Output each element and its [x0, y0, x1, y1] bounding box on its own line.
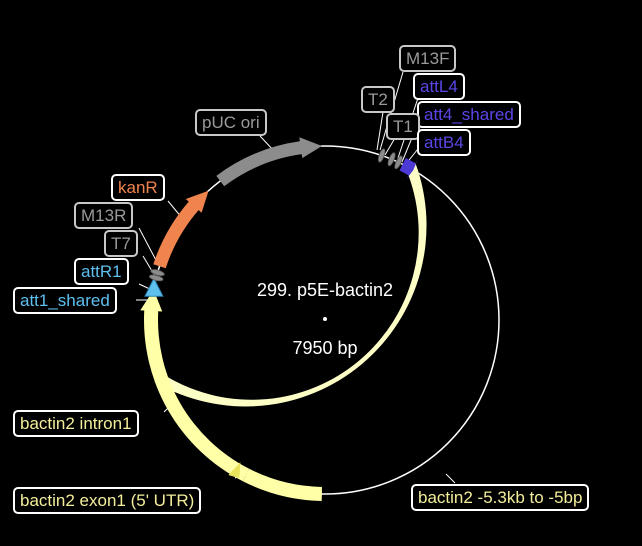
feature-label-t1[interactable]: T1 — [386, 113, 420, 140]
m13f-marker[interactable] — [393, 155, 403, 170]
feature-label-att1-shared[interactable]: att1_shared — [13, 287, 117, 314]
leader-line-t2 — [376, 111, 384, 151]
feature-layer — [140, 137, 427, 505]
feature-label-t7[interactable]: T7 — [104, 230, 138, 257]
bactin2-exon1-marker[interactable] — [228, 462, 241, 479]
t7-marker[interactable] — [148, 274, 164, 282]
att1-shared-marker[interactable] — [144, 277, 164, 297]
t1-marker[interactable] — [387, 152, 397, 167]
kanr-arrow[interactable] — [153, 190, 209, 269]
leader-line-promoter — [445, 473, 456, 484]
feature-label-attb4[interactable]: attB4 — [417, 129, 471, 156]
bactin2-intron1-body[interactable] — [140, 289, 250, 482]
feature-label-t2[interactable]: T2 — [361, 86, 395, 113]
feature-label-bactin2-promoter[interactable]: bactin2 -5.3kb to -5bp — [411, 484, 590, 511]
feature-label-attl4[interactable]: attL4 — [413, 73, 465, 100]
m13r-marker[interactable] — [150, 268, 165, 277]
feature-label-puc-ori[interactable]: pUC ori — [195, 109, 267, 136]
feature-label-kanr[interactable]: kanR — [111, 174, 165, 201]
feature-label-m13f[interactable]: M13F — [399, 45, 457, 72]
leader-line-m13r — [138, 227, 159, 265]
feature-label-bactin2-exon1[interactable]: bactin2 exon1 (5' UTR) — [13, 487, 202, 514]
feature-label-bactin2-intron1[interactable]: bactin2 intron1 — [13, 410, 139, 437]
plasmid-name: 299. p5E-bactin2 — [256, 280, 394, 300]
feature-label-m13r[interactable]: M13R — [74, 202, 134, 229]
att4-blue-segment[interactable] — [399, 158, 418, 179]
feature-label-att4-shared[interactable]: att4_shared — [417, 101, 521, 128]
bactin2-intron1-arc[interactable] — [242, 468, 322, 505]
plasmid-size: 7950 bp — [292, 338, 358, 358]
leader-line-t1 — [384, 137, 396, 156]
puc-ori-arrow[interactable] — [216, 137, 322, 187]
center-dot — [323, 317, 327, 321]
feature-label-attr1[interactable]: attR1 — [74, 258, 129, 285]
t2-marker[interactable] — [377, 148, 386, 163]
